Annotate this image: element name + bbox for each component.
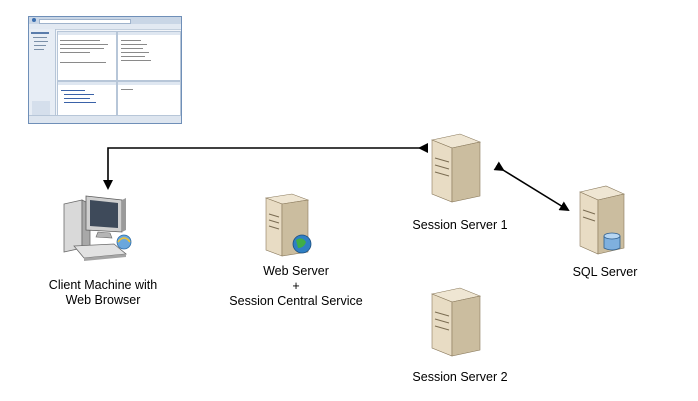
thumbnail-sidebar bbox=[29, 29, 56, 115]
client-label: Client Machine with Web Browser bbox=[28, 278, 178, 308]
thumbnail-statusbar bbox=[29, 115, 181, 123]
session1-label: Session Server 1 bbox=[412, 218, 508, 232]
thumbnail-pane-4 bbox=[117, 81, 181, 117]
computer-icon bbox=[63, 195, 132, 261]
web-label-line3: Session Central Service bbox=[229, 294, 363, 308]
thumbnail-pane-1 bbox=[57, 31, 117, 81]
web-label-line2: + bbox=[292, 279, 300, 293]
web-label: Web Server + Session Central Service bbox=[211, 264, 381, 309]
sql-label: SQL Server bbox=[572, 265, 638, 279]
server-database-icon bbox=[579, 185, 625, 255]
browser-screenshot-thumbnail bbox=[28, 16, 182, 124]
client-label-line1: Client Machine with bbox=[48, 278, 158, 292]
thumbnail-pane-3 bbox=[57, 81, 117, 117]
session1-sql-connector bbox=[493, 161, 570, 212]
server-globe-icon bbox=[264, 193, 312, 257]
session2-label: Session Server 2 bbox=[412, 370, 508, 384]
server-icon bbox=[430, 133, 482, 203]
thumbnail-pane-2 bbox=[117, 31, 181, 81]
client-label-line2: Web Browser bbox=[65, 293, 141, 307]
server-icon bbox=[430, 287, 482, 357]
client-session1-connector bbox=[103, 143, 428, 190]
web-label-line1: Web Server bbox=[263, 264, 329, 278]
